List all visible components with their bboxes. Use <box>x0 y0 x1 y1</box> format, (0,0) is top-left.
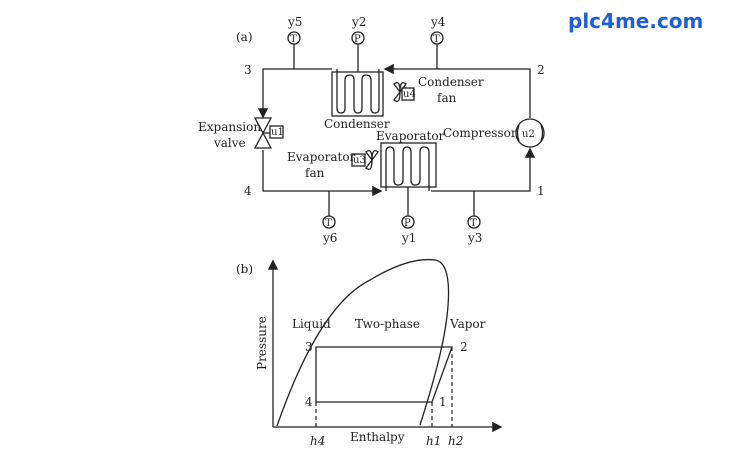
watermark: plc4me.com <box>568 9 703 33</box>
u2-label: u2 <box>522 129 535 140</box>
svg-text:T: T <box>290 34 297 45</box>
state-2: 2 <box>460 340 468 354</box>
svg-text:y4: y4 <box>430 15 446 29</box>
sensor-y3: T y3 <box>467 191 482 245</box>
svg-text:y5: y5 <box>287 15 302 29</box>
svg-text:T: T <box>470 218 477 229</box>
u1-label: u1 <box>271 127 284 138</box>
tick-h4: h4 <box>310 434 325 448</box>
evaporator-fan-label-1: Evaporator <box>287 150 356 164</box>
svg-text:T: T <box>325 218 332 229</box>
condenser-label: Condenser <box>324 117 390 131</box>
y-axis-label: Pressure <box>255 316 269 370</box>
evaporator-label: Evaporator <box>376 129 445 143</box>
state-4: 4 <box>305 395 313 409</box>
u3-label: u3 <box>353 155 366 166</box>
evaporator-fan-label-2: fan <box>305 166 325 180</box>
svg-text:y1: y1 <box>401 231 416 245</box>
part-a-label: (a) <box>236 30 253 44</box>
svg-text:y3: y3 <box>467 231 482 245</box>
evaporator: Evaporator <box>376 129 445 191</box>
tick-h1: h1 <box>426 434 441 448</box>
x-axis-label: Enthalpy <box>350 430 405 444</box>
pipe-condenser-to-valve <box>257 68 332 119</box>
state-3: 3 <box>305 340 313 354</box>
state-3-label: 3 <box>244 63 252 77</box>
svg-text:P: P <box>354 34 361 45</box>
saturation-dome <box>276 258 450 427</box>
sensor-y6: T y6 <box>322 191 337 245</box>
sensor-y1: P y1 <box>401 187 416 245</box>
part-a-schematic: (a) 3 2 4 1 Condenser u4 Condenser fan <box>198 15 545 245</box>
expansion-valve-label-2: valve <box>213 136 246 150</box>
condenser-fan: u4 Condenser fan <box>393 75 484 105</box>
sensor-y4: T y4 <box>430 15 446 69</box>
region-liquid: Liquid <box>292 317 331 331</box>
state-2-label: 2 <box>537 63 545 77</box>
part-b-ph-diagram: (b) Pressure Enthalpy Liquid Two-phase V… <box>236 258 503 448</box>
sensor-y5: T y5 <box>287 15 302 69</box>
compressor: u2 Compressor <box>443 118 545 148</box>
compressor-label: Compressor <box>443 126 517 140</box>
region-vapor: Vapor <box>449 317 486 331</box>
svg-text:y6: y6 <box>322 231 337 245</box>
sensor-y2: P y2 <box>351 15 366 72</box>
pipe-evaporator-to-compressor <box>431 147 536 192</box>
state-1: 1 <box>439 395 447 409</box>
condenser-fan-label-2: fan <box>437 91 457 105</box>
fan-icon <box>365 149 373 171</box>
svg-text:y2: y2 <box>351 15 366 29</box>
svg-text:P: P <box>404 218 411 229</box>
cycle-path <box>315 346 453 403</box>
state-1-label: 1 <box>537 184 545 198</box>
condenser-fan-label-1: Condenser <box>418 75 484 89</box>
u4-label: u4 <box>403 89 416 100</box>
svg-text:T: T <box>433 34 440 45</box>
condenser: Condenser <box>324 69 390 131</box>
pipe-compressor-to-condenser <box>383 63 531 118</box>
expansion-valve-label-1: Expansion <box>198 120 261 134</box>
evaporator-fan: u3 Evaporator fan <box>287 149 379 180</box>
tick-h2: h2 <box>448 434 463 448</box>
pipe-valve-to-evaporator <box>262 150 383 197</box>
fan-icon <box>393 81 401 103</box>
enthalpy-guides <box>315 347 453 427</box>
state-4-label: 4 <box>244 184 252 198</box>
expansion-valve: u1 Expansion valve <box>198 117 284 150</box>
region-two-phase: Two-phase <box>355 317 420 331</box>
part-b-label: (b) <box>236 262 253 276</box>
